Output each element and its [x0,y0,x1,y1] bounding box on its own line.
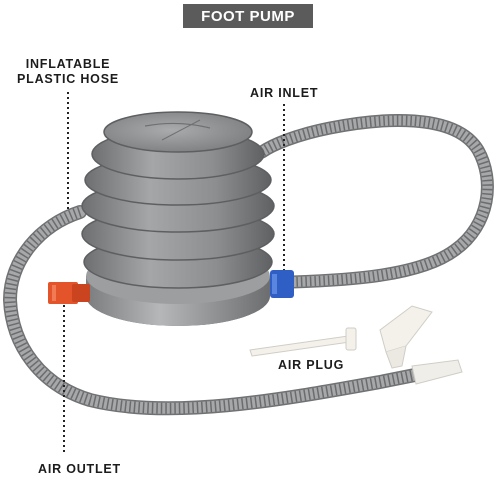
title-badge: FOOT PUMP [183,4,313,28]
label-hose-line1: INFLATABLE [25,57,111,71]
label-air-outlet: AIR OUTLET [38,462,121,476]
label-inflatable-plastic-hose: INFLATABLE PLASTIC HOSE [8,57,128,87]
hose-outlet-side [2,205,463,416]
pump-bellows [81,111,275,289]
hose-inlet-side [255,113,494,289]
air-outlet-nozzle [48,282,90,304]
air-plug [249,305,433,369]
air-inlet-connector [270,270,294,298]
label-air-plug: AIR PLUG [278,358,345,372]
label-hose-line2: PLASTIC HOSE [17,72,119,86]
label-air-inlet: AIR INLET [250,86,319,100]
